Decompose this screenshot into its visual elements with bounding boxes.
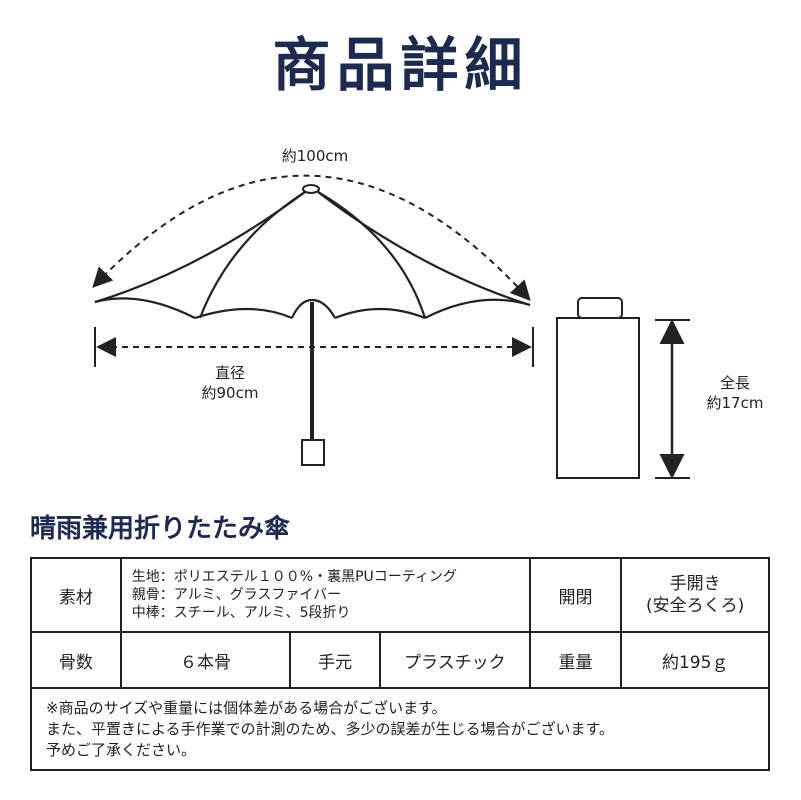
- handle-label: 手元: [289, 631, 382, 689]
- spec-row-material: 素材 生地：ポリエステル１００%・裏黒PUコーティング 親骨：アルミ、グラスファ…: [30, 557, 770, 633]
- diameter-value: 約90cm: [201, 384, 259, 402]
- open-value: 手開き (安全ろくろ): [620, 557, 770, 633]
- open-value-line: 手開き: [669, 574, 721, 594]
- spec-table: 素材 生地：ポリエステル１００%・裏黒PUコーティング 親骨：アルミ、グラスファ…: [30, 557, 770, 771]
- folded-umbrella-cap: [577, 297, 623, 319]
- spec-row-ribs: 骨数 ６本骨 手元 プラスチック 重量 約195ｇ: [30, 631, 770, 689]
- material-value: 生地：ポリエステル１００%・裏黒PUコーティング 親骨：アルミ、グラスファイバー…: [119, 557, 531, 633]
- note-line: また、平置きによる手作業での計測のため、多少の誤差が生じる場合がございます。: [46, 719, 615, 738]
- weight-value: 約195ｇ: [620, 631, 770, 689]
- handle-value: プラスチック: [379, 631, 531, 689]
- folded-umbrella-body: [556, 317, 640, 479]
- material-label: 素材: [30, 557, 122, 633]
- length-value: 約17cm: [706, 394, 764, 412]
- material-line: 生地：ポリエステル１００%・裏黒PUコーティング: [131, 569, 457, 585]
- note-line: 予めご了承ください。: [46, 740, 197, 759]
- material-line: 親骨：アルミ、グラスファイバー: [131, 587, 342, 603]
- umbrella-canopy: [94, 191, 531, 320]
- length-label: 全長: [719, 374, 750, 392]
- arc-length-label: 約100cm: [281, 147, 349, 165]
- length-label-block: 全長 約17cm: [685, 373, 785, 413]
- page-title: 商品詳細: [272, 31, 529, 99]
- note-line: ※商品のサイズや重量には個体差がある場合がございます。: [46, 698, 447, 717]
- umbrella-diagram: [92, 174, 690, 479]
- ribs-value: ６本骨: [119, 631, 292, 689]
- spec-row-notes: ※商品のサイズや重量には個体差がある場合がございます。 また、平置きによる手作業…: [30, 687, 770, 771]
- weight-label: 重量: [528, 631, 623, 689]
- umbrella-handle: [301, 439, 325, 466]
- open-value-line: (安全ろくろ): [646, 596, 745, 616]
- notes-cell: ※商品のサイズや重量には個体差がある場合がございます。 また、平置きによる手作業…: [30, 687, 770, 771]
- product-subtitle: 晴雨兼用折りたたみ傘: [30, 514, 291, 544]
- ribs-label: 骨数: [30, 631, 122, 689]
- material-line: 中棒：スチール、アルミ、5段折り: [131, 605, 351, 621]
- umbrella-top-knob: [302, 184, 320, 194]
- diameter-label-block: 直径 約90cm: [180, 363, 280, 403]
- arc-dimension-line: [92, 174, 531, 301]
- open-label: 開閉: [528, 557, 623, 633]
- diameter-label: 直径: [214, 364, 245, 382]
